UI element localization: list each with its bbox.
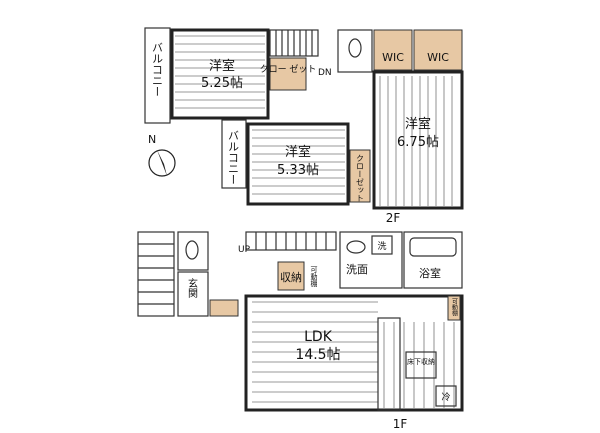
compass: N [148,133,176,177]
second-floor: バルコニー クロー ゼット DN WIC WIC バルコニー [144,27,464,225]
movable-shelf-label: 可動棚 [310,266,318,288]
wic-2-label: WIC [427,51,449,64]
bedroom-a-floor [175,35,265,109]
toilet-2f [337,29,373,73]
ldk-floor [252,301,455,408]
closet-a-label: クロー ゼット [260,63,317,75]
bedroom-c-floor [379,76,453,206]
wic-1 [373,29,413,71]
compass-needle-icon [157,150,167,176]
bedroom-b-walls [246,122,350,206]
storage [277,261,305,291]
toilet-1f-icon [185,240,199,260]
bedroom-c-walls [372,70,464,210]
entrance-label: 玄関 [186,277,198,299]
washer-box [371,235,393,255]
floor-storage-box [405,351,437,379]
compass-label: N [148,133,156,146]
closet-b-label: クローゼット [356,154,365,202]
first-floor: 玄関 UP 収納 可動棚 洗 洗面 浴室 床下収納 冷 可動棚 LDK [137,231,464,431]
sink-icon [346,240,366,254]
toilet-1f [177,231,209,271]
storage-label: 収納 [280,271,302,284]
wic-2 [413,29,463,71]
stairs-down-label: DN [318,68,332,78]
bedroom-a-size: 5.25帖 [201,76,243,91]
balcony-a-area [144,27,171,124]
ldk-walls [244,294,464,412]
floor-2f-label: 2F [386,211,401,225]
movable-shelf-2-label: 可動棚 [451,298,458,317]
balcony-a-label: バルコニー [151,42,164,97]
bedroom-b-size: 5.33帖 [277,163,319,178]
stairs-up-label: UP [238,245,251,255]
washroom-area [339,231,403,289]
closet-a [269,57,307,91]
bedroom-a-walls [170,28,270,120]
fridge-box [435,385,457,407]
ldk-name: LDK [304,329,333,345]
floor-storage-label: 床下収納 [407,357,435,366]
stair-up-1f [245,231,337,251]
stair-1f [137,231,175,317]
entrance-area [177,271,209,317]
bedroom-b-floor [252,129,345,195]
laundry-label: 洗 [377,240,386,252]
ldk-size: 14.5帖 [295,347,340,363]
compass-ring [148,149,176,177]
fridge-label: 冷 [441,391,450,403]
shoe-closet [209,299,239,317]
bathtub-icon [409,237,457,257]
balcony-b-label: バルコニー [227,130,240,185]
bedroom-c-name: 洋室 [405,116,431,132]
bedroom-a-name: 洋室 [209,58,235,74]
washroom-label: 洗面 [346,263,368,276]
toilet-2f-icon [348,38,362,58]
wic-1-label: WIC [382,51,404,64]
bathroom-label: 浴室 [419,266,441,280]
bathroom-area [403,231,463,289]
shelf-unit [447,295,461,321]
floor-1f-label: 1F [393,417,408,431]
kitchen-counter [377,317,401,411]
bedroom-c-size: 6.75帖 [397,135,439,150]
balcony-b-area [221,119,247,189]
closet-b [349,149,371,203]
bedroom-b-name: 洋室 [285,144,311,160]
